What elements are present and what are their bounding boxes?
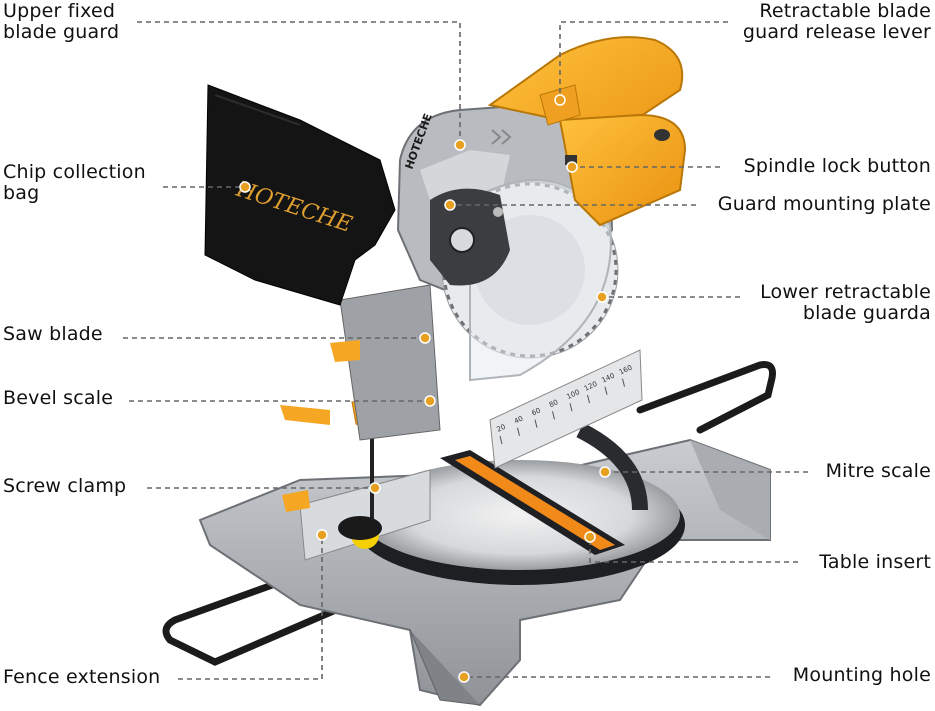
label-table-insert: Table insert <box>819 551 931 573</box>
dot-table-insert <box>584 531 596 543</box>
label-spindle-lock: Spindle lock button <box>743 155 931 177</box>
leader-fence-extension <box>178 535 323 680</box>
dot-upper-guard <box>454 139 466 151</box>
fence-scale-tick <box>517 427 520 436</box>
leader-lines <box>123 21 808 680</box>
fence-scale-tick-label: 60 <box>530 406 541 417</box>
extension-rod-left <box>162 571 349 666</box>
dot-guard-plate <box>444 199 456 211</box>
dot-mounting-hole <box>458 671 470 683</box>
fence-scale-tick <box>622 378 625 387</box>
dot-lower-guard <box>596 291 608 303</box>
dot-saw-blade <box>419 332 431 344</box>
label-upper-blade-guard: Upper fixed blade guard <box>3 1 119 43</box>
table-insert <box>440 450 625 555</box>
label-guard-mounting-plate: Guard mounting plate <box>717 193 931 215</box>
dot-fence-extension <box>316 529 328 541</box>
fence-scale-tick <box>569 403 573 412</box>
dot-spindle-lock <box>566 161 578 173</box>
leader-release-lever <box>559 21 728 100</box>
label-upper-blade-guard-line2: blade guard <box>3 21 120 43</box>
dot-mitre-scale <box>599 466 611 478</box>
fence-scale-tick-label: 80 <box>548 398 559 409</box>
label-bevel-scale: Bevel scale <box>3 387 114 409</box>
fence-scale-tick-label: 20 <box>495 423 506 434</box>
label-saw-blade: Saw blade <box>3 323 103 345</box>
chip-collection-bag: HOTECHE <box>204 84 396 306</box>
dot-release-lever <box>554 94 566 106</box>
fence-scale-tick <box>534 419 538 428</box>
label-fence-extension: Fence extension <box>3 666 161 688</box>
guard-mounting-plate <box>430 188 510 286</box>
spindle-lock-button <box>565 155 577 165</box>
fence-scale-tick-label: 40 <box>513 415 524 426</box>
label-upper-blade-guard-line1: Upper fixed <box>3 0 116 22</box>
label-screw-clamp: Screw clamp <box>3 475 127 497</box>
label-release-lever-line1: Retractable blade <box>759 0 931 22</box>
label-chip-collection-bag: Chip collection bag <box>3 162 146 204</box>
label-release-lever-line2: guard release lever <box>742 21 931 43</box>
fence-scale-tick <box>552 411 555 420</box>
fence-scale-tick <box>587 394 590 404</box>
label-lower-retractable-guard: Lower retractable blade guarda <box>760 282 931 324</box>
label-lower-guard-line2: blade guarda <box>802 302 931 324</box>
motor-housing <box>487 36 687 227</box>
label-mounting-hole: Mounting hole <box>792 664 931 686</box>
dot-screw-clamp <box>369 482 381 494</box>
fence-scale-tick <box>499 435 503 445</box>
label-lower-guard-line1: Lower retractable <box>760 281 931 303</box>
dot-chip-bag <box>239 181 251 193</box>
mitre-scale-arc <box>576 422 648 511</box>
label-release-lever: Retractable blade guard release lever <box>743 1 931 43</box>
marker-dots <box>239 94 611 683</box>
extension-rod-right <box>636 361 776 434</box>
fence-scale-tick <box>604 386 608 395</box>
label-mitre-scale: Mitre scale <box>825 460 931 482</box>
label-chip-bag-line1: Chip collection <box>3 161 146 183</box>
dot-bevel-scale <box>424 395 436 407</box>
leader-upper-guard <box>137 21 461 145</box>
leader-table-insert <box>589 537 798 563</box>
label-chip-bag-line2: bag <box>3 182 40 204</box>
